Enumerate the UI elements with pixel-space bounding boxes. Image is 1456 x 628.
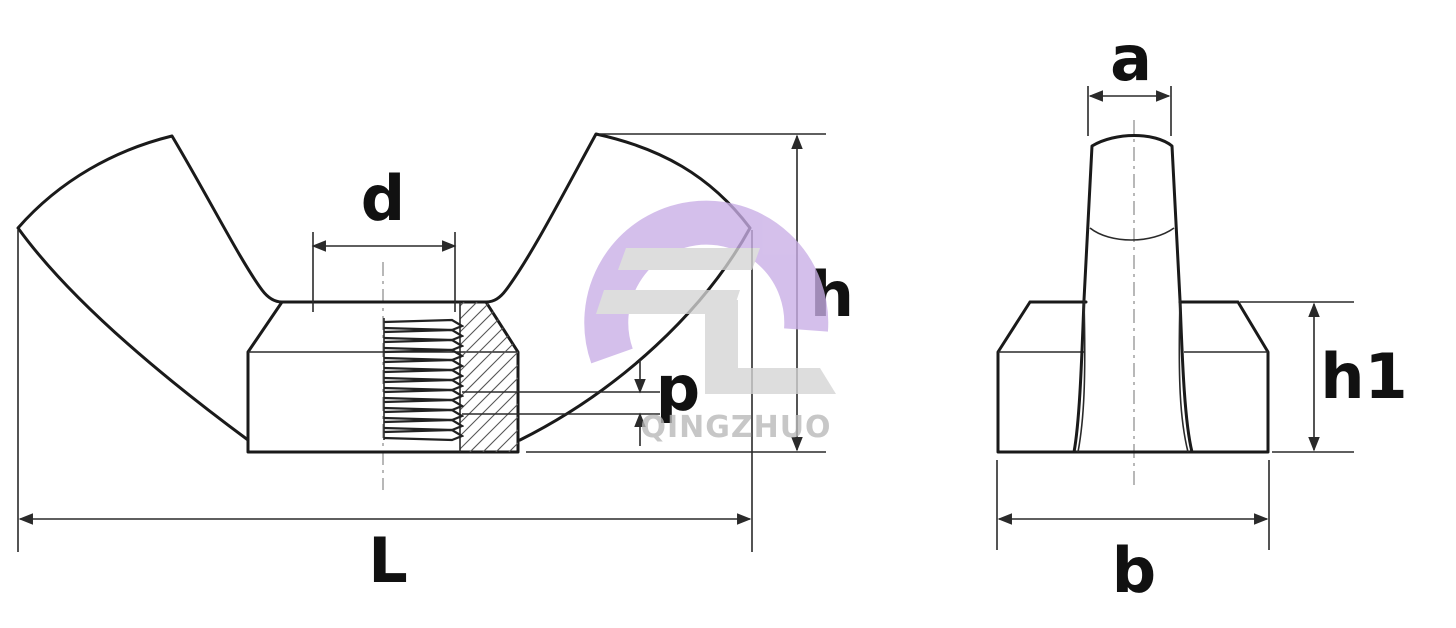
thread-lines bbox=[384, 318, 464, 442]
label-L: L bbox=[368, 524, 408, 597]
label-b: b bbox=[1112, 534, 1156, 607]
dimension-d: d bbox=[311, 162, 457, 312]
wing-tip-curve bbox=[1089, 227, 1175, 241]
watermark-logo: QINGZHUO bbox=[584, 200, 836, 445]
left-wing-outline bbox=[16, 134, 284, 442]
label-a: a bbox=[1110, 22, 1152, 95]
label-p: p bbox=[656, 352, 700, 425]
label-d: d bbox=[361, 162, 405, 235]
label-h1: h1 bbox=[1320, 340, 1407, 413]
base-block-outline bbox=[996, 300, 1270, 454]
watermark-text: QINGZHUO bbox=[640, 410, 831, 445]
dimension-b: b bbox=[996, 460, 1270, 607]
dimension-L: L bbox=[17, 230, 753, 597]
wing-profile-inner-left bbox=[1077, 299, 1086, 453]
side-view: a h1 b bbox=[996, 22, 1408, 607]
right-wing-outline bbox=[484, 132, 752, 442]
wing-profile-inner-right bbox=[1178, 299, 1189, 453]
dimension-h1: h1 bbox=[1240, 301, 1408, 453]
watermark-mark bbox=[596, 248, 836, 394]
wing-profile-outline bbox=[1072, 134, 1194, 454]
dimension-p: p bbox=[462, 352, 700, 446]
dimension-a: a bbox=[1087, 22, 1172, 136]
